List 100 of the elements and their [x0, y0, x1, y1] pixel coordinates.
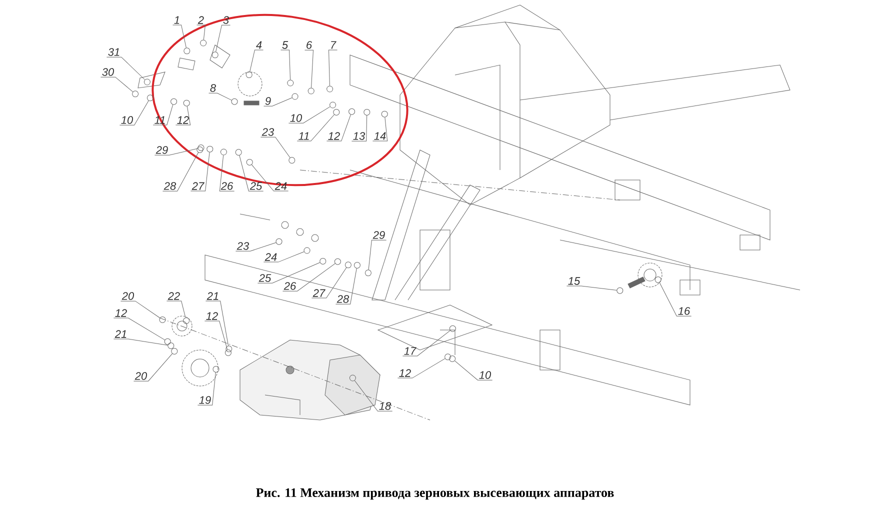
callout-number: 31 — [108, 48, 120, 56]
leader-line — [205, 300, 229, 346]
part-symbol — [364, 270, 372, 276]
part-symbol — [183, 317, 190, 324]
leader-line — [197, 372, 216, 406]
callout-number: 24 — [264, 253, 277, 261]
callout-number: 12 — [399, 369, 411, 377]
part-symbol — [354, 262, 360, 268]
callout-number: 11 — [298, 132, 309, 140]
part-symbol — [132, 90, 139, 98]
callout-number: 30 — [102, 68, 114, 76]
callout-number: 29 — [156, 146, 168, 154]
part-symbol — [206, 146, 214, 152]
leader-line — [566, 286, 617, 290]
callout-number: 18 — [379, 402, 392, 410]
leader-line — [106, 56, 146, 80]
part-symbol — [235, 149, 242, 156]
leader-line — [402, 330, 450, 356]
callout-number: 10 — [479, 371, 492, 379]
leader-line — [204, 320, 228, 350]
leader-line — [659, 282, 692, 316]
callout-number: 21 — [206, 292, 218, 300]
callout-number: 22 — [168, 292, 180, 300]
callout-number: 29 — [372, 231, 385, 239]
leader-line — [175, 106, 191, 126]
part-symbol — [246, 72, 252, 78]
part-symbol — [308, 88, 314, 94]
leader-line — [120, 300, 160, 318]
part-symbol — [288, 157, 296, 164]
part-symbol — [212, 366, 220, 372]
part-symbol — [654, 276, 662, 283]
callout-number: 2 — [198, 16, 204, 24]
part-symbol — [287, 80, 294, 86]
leader-line — [216, 24, 231, 52]
leader-line — [260, 136, 290, 158]
callout-number: 12 — [177, 116, 189, 124]
part-symbol — [276, 238, 282, 245]
callout-number: 16 — [678, 307, 690, 315]
leader-line — [113, 338, 168, 346]
callout-number: 10 — [121, 116, 134, 124]
leader-line — [335, 268, 357, 304]
caption: Рис. 11 Механизм привода зерновых высевающих аппаратов — [256, 488, 614, 500]
leader-line — [282, 263, 336, 292]
callout-number: 23 — [236, 242, 250, 250]
callout-number: 14 — [374, 132, 386, 140]
part-symbol — [183, 100, 190, 106]
leader-line — [257, 262, 320, 284]
part-symbol — [220, 148, 227, 156]
part-symbol — [348, 108, 356, 115]
leader-line — [235, 242, 276, 252]
callout-number: 21 — [114, 330, 126, 338]
leader-line — [208, 92, 232, 100]
callout-number: 15 — [568, 277, 580, 285]
leader-line — [328, 50, 338, 86]
callout-number: 12 — [206, 312, 218, 320]
leader-line — [280, 50, 291, 80]
leader-line — [190, 152, 210, 192]
callout-number: 9 — [265, 97, 271, 105]
part-symbol — [159, 316, 166, 323]
callout-number: 17 — [404, 347, 416, 355]
callout-number: 25 — [250, 182, 262, 190]
callout-number: 7 — [331, 41, 336, 49]
part-symbol — [616, 287, 624, 294]
part-symbol — [334, 258, 341, 265]
part-symbol — [164, 338, 171, 345]
leader-line — [263, 251, 304, 262]
leader-line — [304, 50, 314, 88]
part-symbol — [170, 98, 178, 105]
part-symbol — [226, 346, 232, 352]
part-symbol — [292, 93, 298, 100]
callout-number: 26 — [284, 282, 296, 290]
leader-line — [239, 155, 264, 192]
leader-line — [296, 114, 334, 142]
leader-line — [100, 76, 134, 92]
callout-number: 12 — [328, 132, 340, 140]
part-symbol — [144, 78, 150, 86]
callout-number: 27 — [312, 289, 326, 297]
part-symbol — [381, 110, 388, 118]
part-symbol — [349, 374, 356, 382]
leader-line — [351, 115, 368, 142]
leader-line — [397, 358, 446, 378]
callout-number: 1 — [174, 16, 180, 24]
leader-line — [454, 360, 493, 380]
leader-line — [326, 114, 351, 142]
part-symbol — [184, 48, 190, 54]
leader-line — [251, 164, 289, 192]
part-symbol — [231, 98, 238, 105]
callout-number: 27 — [192, 182, 204, 190]
part-symbol — [212, 52, 218, 58]
part-symbol — [330, 102, 336, 108]
callout-number: 20 — [134, 372, 148, 380]
part-symbol — [449, 355, 456, 362]
callout-number: 10 — [290, 114, 302, 122]
part-symbol — [444, 354, 452, 360]
leader-line — [133, 353, 173, 382]
leader-line — [113, 318, 166, 340]
leader-line — [354, 380, 393, 412]
leader-line — [288, 106, 330, 124]
part-symbol — [171, 348, 178, 354]
callout-number: 25 — [258, 274, 272, 282]
